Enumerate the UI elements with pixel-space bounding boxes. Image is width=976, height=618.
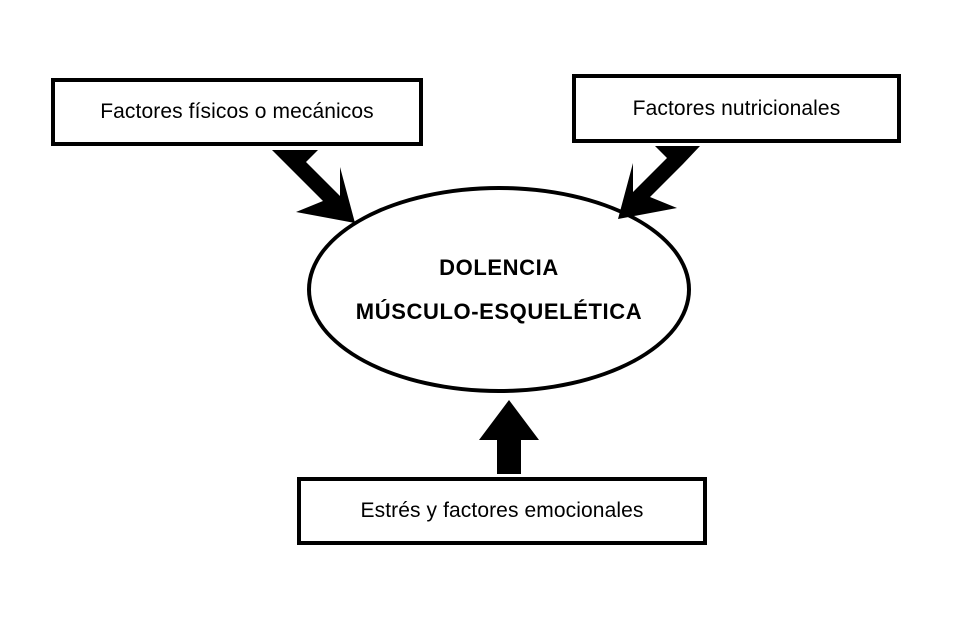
node-label-stress: Estrés y factores emocionales	[360, 499, 644, 523]
arrow-stress-to-core-icon	[479, 400, 539, 474]
node-label-nutritional: Factores nutricionales	[632, 96, 841, 120]
node-estres-y-factores-emocionales: Estrés y factores emocionales	[297, 477, 707, 545]
core-label-line-2: MÚSCULO-ESQUELÉTICA	[355, 298, 643, 324]
node-factores-fisicos-o-mecanicos: Factores físicos o mecánicos	[51, 78, 423, 146]
node-dolencia-musculo-esqueletica: DOLENCIA MÚSCULO-ESQUELÉTICA	[307, 186, 691, 393]
arrow-nutritional-to-core-icon	[618, 146, 700, 219]
node-factores-nutricionales: Factores nutricionales	[572, 74, 901, 143]
core-label-line-1: DOLENCIA	[439, 254, 559, 280]
node-label-physical: Factores físicos o mecánicos	[100, 100, 374, 124]
arrow-physical-to-core-icon	[272, 150, 355, 223]
